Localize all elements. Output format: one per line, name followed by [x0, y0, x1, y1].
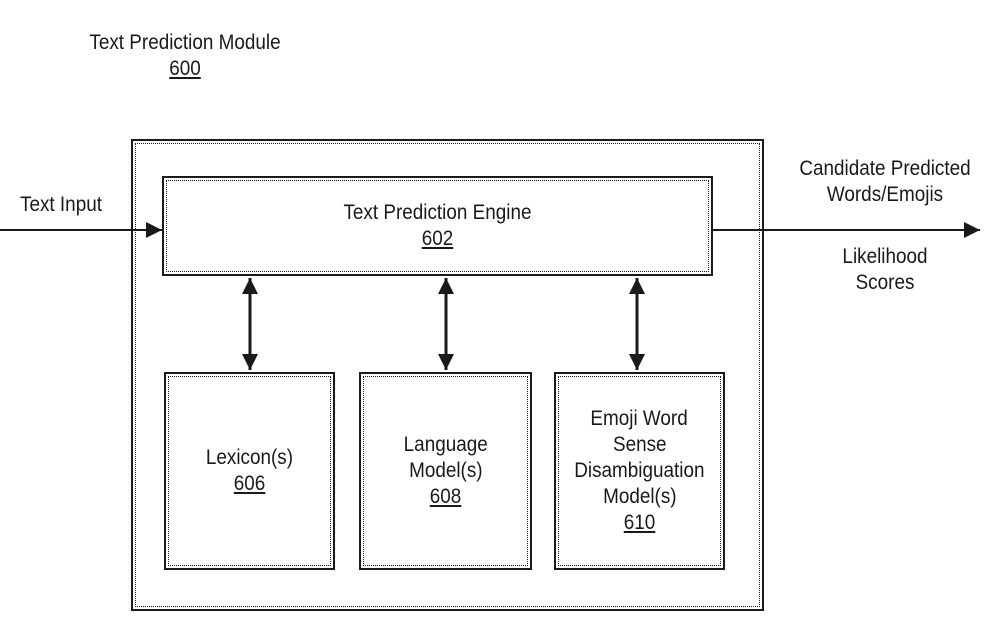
emoji-model-line3: Disambiguation — [574, 459, 705, 482]
emoji-model-line1: Emoji Word — [590, 407, 689, 430]
emoji-model-box: Emoji Word Sense Disambiguation Model(s)… — [554, 372, 725, 570]
output-line2: Words/Emojis — [826, 183, 944, 206]
lexicon-ref: 606 — [233, 472, 266, 495]
lexicon-box: Lexicon(s) 606 — [164, 372, 335, 570]
scores-label: Likelihood Scores — [800, 244, 971, 296]
engine-ref: 602 — [421, 227, 454, 250]
language-model-ref: 608 — [429, 485, 462, 508]
language-model-line1: Language — [403, 433, 488, 456]
lexicon-title: Lexicon(s) — [205, 446, 294, 469]
scores-line2: Scores — [855, 271, 915, 294]
module-ref: 600 — [169, 57, 201, 80]
language-model-line2: Model(s) — [408, 459, 483, 482]
module-title-text: Text Prediction Module — [89, 31, 281, 54]
input-label: Text Input — [20, 193, 102, 216]
engine-title: Text Prediction Engine — [343, 201, 532, 224]
language-model-box: Language Model(s) 608 — [359, 372, 532, 570]
output-label: Candidate Predicted Words/Emojis — [782, 156, 989, 208]
engine-box: Text Prediction Engine 602 — [162, 176, 713, 276]
emoji-model-line4: Model(s) — [602, 485, 677, 508]
output-line1: Candidate Predicted — [799, 157, 971, 180]
scores-line1: Likelihood — [842, 245, 928, 268]
emoji-model-line2: Sense — [612, 433, 667, 456]
module-title: Text Prediction Module 600 — [73, 30, 298, 82]
emoji-model-ref: 610 — [623, 511, 656, 534]
